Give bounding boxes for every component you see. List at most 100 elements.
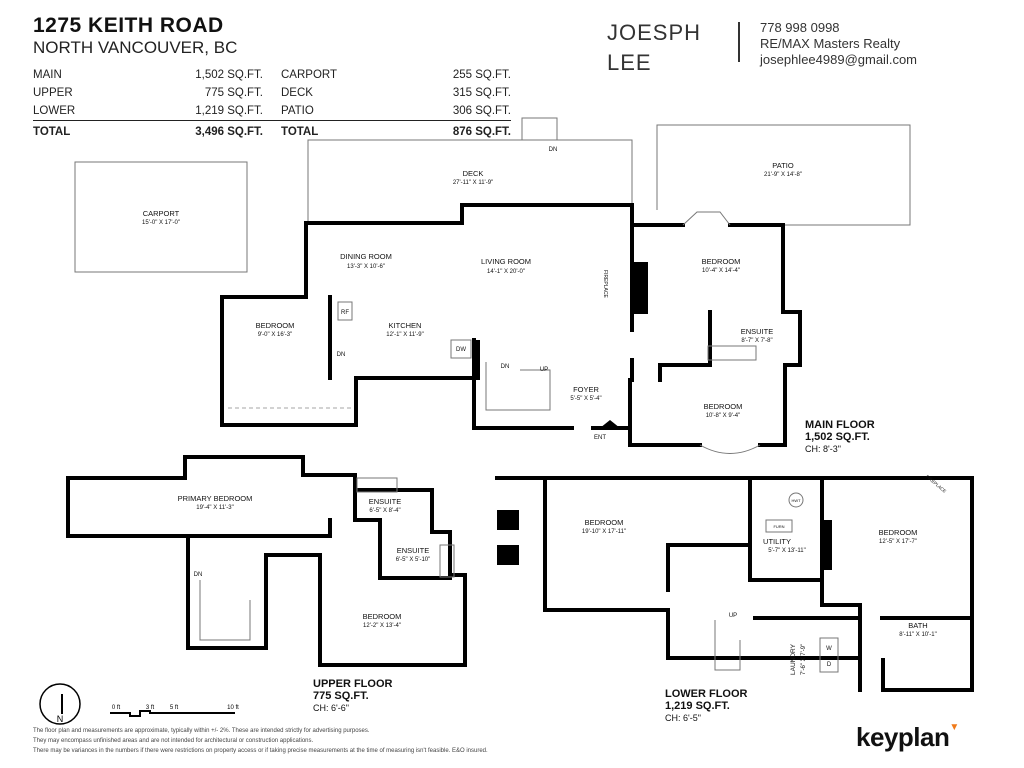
room-dims: 14'-1" X 20'-0" <box>487 269 525 275</box>
bathtub <box>707 345 757 361</box>
fireplace-label: FIREPLACE <box>602 270 608 298</box>
lower-walls-inner <box>666 476 974 660</box>
room-name: BEDROOM <box>879 528 918 537</box>
room-dims: 9'-0" X 16'-3" <box>258 332 293 338</box>
room-name: LIVING ROOM <box>481 257 531 266</box>
upper-floor-label: UPPER FLOOR 775 SQ.FT. CH: 6'-6" <box>313 678 393 713</box>
room-dims: 10'-4" X 14'-4" <box>702 268 740 274</box>
wall-block <box>497 545 519 565</box>
stairs <box>199 580 251 641</box>
room-name: BEDROOM <box>702 257 741 266</box>
stairs-down-label: DN <box>501 364 510 370</box>
wall-block <box>497 510 519 530</box>
north-arrow-icon <box>39 683 81 725</box>
room-name: ENSUITE <box>369 497 402 506</box>
agent-phone: 778 998 0998 <box>760 20 840 35</box>
room-dims: 12'-5" X 17'-7" <box>879 539 917 545</box>
room-name: KITCHEN <box>389 321 422 330</box>
stairs <box>485 362 551 411</box>
scale-bar <box>110 710 235 717</box>
property-address: 1275 KEITH ROAD <box>33 14 224 37</box>
room-name: BEDROOM <box>704 402 743 411</box>
water-heater-label: HWT <box>791 498 801 503</box>
room-dims: 19'-10" X 17'-11" <box>582 529 626 535</box>
entry-arrow-icon <box>600 420 620 428</box>
washer-label: W <box>826 646 832 652</box>
room-dims: 12'-1" X 11'-9" <box>386 332 423 338</box>
north-label: N <box>57 714 64 724</box>
room-dims: 5'-5" X 5'-4" <box>570 396 601 402</box>
room-dims: 6'-5" X 5'-10" <box>396 557 431 563</box>
keyplan-logo: keyplan▼ <box>856 722 959 752</box>
fridge <box>337 301 353 321</box>
upper-floor-plan: PRIMARY BEDROOM 19'-4" X 11'-3" ENSUITE … <box>66 455 467 667</box>
room-dims: 21'-9" X 14'-8" <box>764 172 802 178</box>
room-name: UTILITY <box>763 537 791 546</box>
upper-walls <box>66 455 467 667</box>
agent-email: josephlee4989@gmail.com <box>760 52 918 67</box>
disclaimer: The floor plan and measurements are appr… <box>33 728 488 754</box>
room-dims: 19'-4" X 11'-3" <box>196 505 233 511</box>
room-name: FOYER <box>573 385 599 394</box>
room-name: CARPORT <box>143 209 180 218</box>
agent-brokerage: RE/MAX Masters Realty <box>760 36 901 51</box>
stairs-up-label: UP <box>540 367 548 373</box>
main-walls <box>304 203 802 447</box>
furnace <box>765 519 793 533</box>
bay-window <box>682 211 731 226</box>
washer-dryer <box>819 637 839 673</box>
carport-outline <box>74 161 248 273</box>
upper-walls-inner <box>186 488 452 580</box>
wall-block <box>497 478 547 610</box>
property-city: NORTH VANCOUVER, BC <box>33 38 238 57</box>
dishwasher-label: DW <box>456 347 466 353</box>
bathtub <box>356 477 398 493</box>
deck-stairs <box>521 117 558 141</box>
deck-outline <box>307 139 633 222</box>
wall-block <box>822 520 832 570</box>
main-floor-plan: CARPORT 15'-0" X 17'-0" DECK 27'-11" X 1… <box>74 117 911 454</box>
entry-label: ENT <box>594 435 606 441</box>
deck-stairs-label: DN <box>549 147 558 153</box>
room-name: ENSUITE <box>397 546 430 555</box>
fridge-label: RF <box>341 310 349 316</box>
bay-window <box>699 444 761 454</box>
fireplace-chimney <box>634 262 648 314</box>
lower-floor-label: LOWER FLOOR 1,219 SQ.FT. CH: 6'-5" <box>665 688 748 723</box>
water-heater <box>788 492 804 508</box>
room-name: DECK <box>463 169 484 178</box>
room-name: BEDROOM <box>585 518 624 527</box>
dryer-label: D <box>827 662 832 668</box>
room-name: ENSUITE <box>741 327 774 336</box>
legend: N 0 ft 3 ft 5 ft 10 ft <box>39 683 239 725</box>
furnace-label: FURN <box>773 524 784 529</box>
lower-walls <box>495 476 974 692</box>
room-dims: 8'-7" X 7'-8" <box>741 338 772 344</box>
room-dims: 7'-6" X 7'-9" <box>801 644 807 675</box>
scale-tick: 10 ft <box>227 705 239 711</box>
room-dims: 12'-2" X 13'-4" <box>363 623 401 629</box>
scale-tick: 3 ft <box>146 705 155 711</box>
dishwasher <box>450 339 472 359</box>
room-dims: 5'-7" X 13'-11" <box>768 548 805 554</box>
room-name: BEDROOM <box>256 321 295 330</box>
room-dims: 10'-8" X 9'-4" <box>706 413 741 419</box>
patio-outline <box>656 124 911 226</box>
stairs-down-label: DN <box>337 352 346 358</box>
room-name: PRIMARY BEDROOM <box>178 494 253 503</box>
room-dims: 15'-0" X 17'-0" <box>142 220 180 226</box>
room-dims: 27'-11" X 11'-9" <box>453 180 493 186</box>
scale-tick: 5 ft <box>170 705 179 711</box>
bedroom-kitchen-walls <box>220 295 480 427</box>
divider <box>738 22 740 62</box>
room-name: PATIO <box>772 161 794 170</box>
stair-walls <box>472 338 632 430</box>
stairs-down-label: DN <box>194 572 203 578</box>
lower-floor-plan: BEDROOM 19'-10" X 17'-11" UTILITY 5'-7" … <box>495 474 974 692</box>
room-name: DINING ROOM <box>340 252 392 261</box>
main-floor-label: MAIN FLOOR 1,502 SQ.FT. CH: 8'-3" <box>805 419 875 454</box>
